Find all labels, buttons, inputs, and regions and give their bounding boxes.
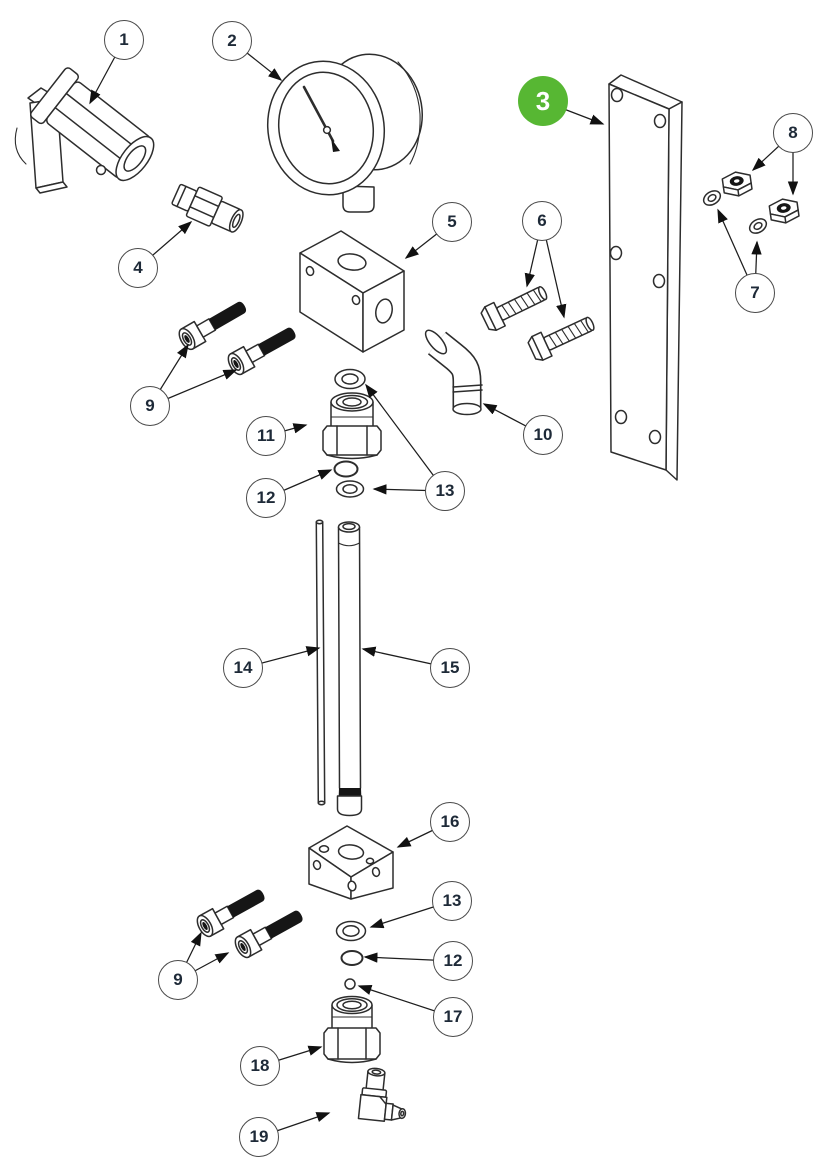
part-18-coupler-lower [323,995,381,1064]
callout-balloon-7[interactable]: 7 [735,273,775,313]
part-9-socket-screws-upper [178,301,296,376]
callout-balloon-6[interactable]: 6 [522,201,562,241]
callout-label: 17 [443,1007,463,1026]
callout-label: 6 [537,211,547,230]
callout-label: 16 [440,812,460,831]
part-13-seal-washers-upper [334,368,366,498]
callout-label: 12 [443,951,463,970]
callout-label: 4 [133,258,143,277]
callout-balloon-12-lower[interactable]: 12 [433,941,473,981]
callout-balloon-2[interactable]: 2 [212,21,252,61]
callout-label: 11 [257,426,275,445]
callout-balloon-14[interactable]: 14 [223,648,263,688]
callout-label: 3 [535,85,551,116]
callout-balloon-16[interactable]: 16 [430,802,470,842]
part-9-socket-screws-lower [196,889,303,959]
callout-balloon-11[interactable]: 11 [246,416,286,456]
part-5-manifold-block [299,230,405,353]
part-1-handle [14,67,155,194]
callout-balloon-4[interactable]: 4 [118,248,158,288]
callout-label: 7 [750,283,760,302]
callout-balloon-10[interactable]: 10 [523,415,563,455]
part-10-elbow-fitting [424,329,483,416]
callout-label: 12 [256,488,276,507]
callout-label: 14 [233,658,253,677]
part-7-washers [702,190,768,234]
callout-label: 2 [227,31,237,50]
callout-label: 10 [533,425,553,444]
callout-balloon-9-lower[interactable]: 9 [158,960,198,1000]
callout-balloon-13-upper[interactable]: 13 [425,471,465,511]
callout-balloon-15[interactable]: 15 [430,648,470,688]
callout-balloon-8[interactable]: 8 [773,113,813,153]
callout-balloon-19[interactable]: 19 [239,1117,279,1157]
part-15-tube [336,521,363,817]
part-17-ball [344,978,356,990]
part-14-rod [315,519,326,806]
callout-label: 15 [440,658,460,677]
part-2-gauge [266,53,424,213]
callout-balloon-5[interactable]: 5 [432,202,472,242]
callout-label: 18 [250,1056,270,1075]
callout-balloon-3-selected[interactable]: 3 [518,76,568,126]
callout-label: 9 [145,396,155,415]
part-19-elbow-fitting-lower [357,1067,407,1122]
callout-balloon-1[interactable]: 1 [104,20,144,60]
callout-label: 19 [249,1127,269,1146]
part-4-hex-nipple [171,183,244,233]
part-12-o-ring-upper [333,460,359,478]
callout-balloon-9-upper[interactable]: 9 [130,386,170,426]
callout-label: 1 [119,30,129,49]
callout-label: 9 [173,970,183,989]
part-8-hex-nuts [721,171,800,224]
callout-label: 8 [788,123,798,142]
part-6-hex-bolts [480,285,595,361]
callout-label: 5 [447,212,457,231]
callout-balloon-17[interactable]: 17 [433,997,473,1037]
callout-balloon-18[interactable]: 18 [240,1046,280,1086]
part-16-manifold-block-lower [308,825,394,900]
callout-balloon-12-upper[interactable]: 12 [246,478,286,518]
callout-label: 13 [435,481,455,500]
part-13-seal-washer-lower [335,920,367,942]
part-12-o-ring-lower [340,950,364,966]
part-3-mounting-plate [608,74,683,481]
callout-label: 13 [442,891,462,910]
part-11-coupler [322,392,382,460]
callout-balloon-13-lower[interactable]: 13 [432,881,472,921]
